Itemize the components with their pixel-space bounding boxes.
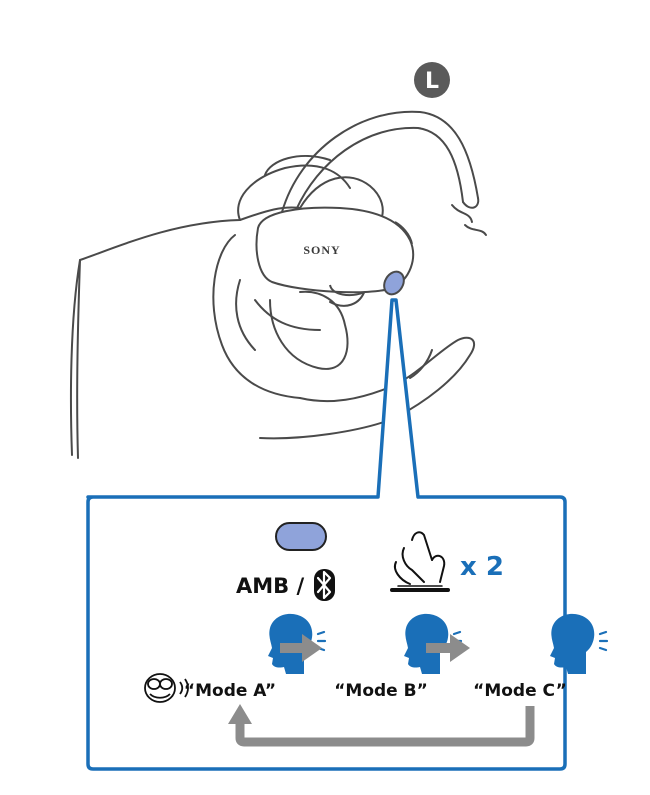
mode-b-label: “Mode B”	[334, 681, 428, 701]
press-count: x 2	[460, 552, 504, 582]
speaking-head-icon	[548, 612, 609, 676]
brand-logo: SONY	[303, 243, 340, 257]
button-pill-icon	[275, 522, 327, 551]
loop-arrow-mode-c-to-a	[228, 704, 535, 747]
amb-label: AMB /	[236, 574, 304, 598]
mode-c-label: “Mode C”	[473, 681, 567, 701]
voice-guidance-icon	[144, 673, 189, 703]
mode-a-label: “Mode A”	[184, 681, 276, 701]
bluetooth-icon	[314, 569, 335, 601]
arrow-mode-a-to-b	[280, 634, 322, 662]
earbud: SONY	[255, 206, 415, 297]
left-side-badge: L	[414, 62, 450, 98]
arrow-mode-b-to-c	[426, 634, 470, 662]
finger-press-icon	[390, 531, 450, 592]
amb-bluetooth-button	[383, 270, 405, 296]
earbud-hand-illustration	[69, 110, 487, 459]
svg-text:L: L	[425, 69, 439, 94]
